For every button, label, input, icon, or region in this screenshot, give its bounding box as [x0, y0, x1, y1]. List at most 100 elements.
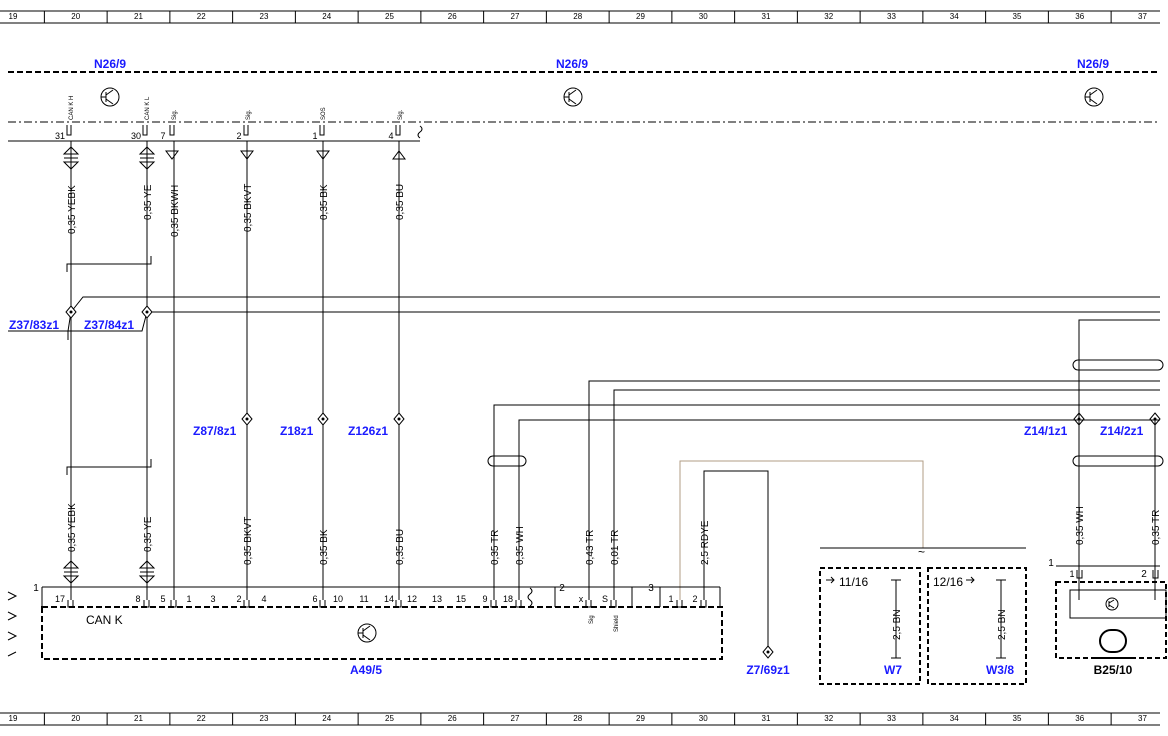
transistor-icon: [1105, 597, 1119, 611]
wire-label: 0,35 TR: [1151, 510, 1162, 545]
bottom-ruler: [0, 712, 1160, 726]
a49-pin-stubs: [67, 600, 707, 608]
ruler-number: 30: [699, 714, 708, 723]
splice-node: [65, 305, 77, 319]
ruler-number: 26: [448, 714, 457, 723]
z7-label: Z7/69z1: [746, 663, 790, 677]
a49-pin-number: S: [602, 594, 608, 604]
a49-pin-number: 1: [668, 594, 673, 604]
splice-node: [762, 645, 774, 659]
a49-pin-number: 2: [692, 594, 697, 604]
ruler-number: 35: [1013, 714, 1022, 723]
wire-label: 0,35 BU: [395, 184, 406, 220]
ruler-number: 19: [9, 12, 18, 21]
arrow-right-icon: [826, 576, 835, 584]
wire-label: 0,35 BK: [319, 184, 330, 220]
w3-label: W3/8: [986, 663, 1014, 677]
ground-box-w7: [819, 547, 1027, 685]
splice-label: Z37/83z1: [9, 318, 59, 332]
a49-pin-number: 6: [312, 594, 317, 604]
transistor-icon: [100, 87, 120, 107]
ruler-number: 26: [448, 12, 457, 21]
pin-label-sos: SOS: [321, 107, 327, 120]
ruler-number: 37: [1138, 714, 1147, 723]
top-pin-number: 2: [236, 131, 241, 141]
pin-label-sig: Sig.: [172, 109, 178, 120]
w7-label: W7: [884, 663, 902, 677]
ruler-number: 36: [1075, 12, 1084, 21]
wire-label: 0,35 YE: [143, 516, 154, 552]
left-break-mark: [7, 591, 18, 657]
a49-pins: 17 8 5 1 3 2 4 6 10 11 14 12 13 15 9 18 …: [55, 594, 698, 604]
n26-label-left: N26/9: [94, 57, 126, 71]
arrow-right-icon: [966, 576, 975, 584]
wire-label: 0,35 BK: [319, 529, 330, 565]
a49-module: [41, 586, 723, 660]
a49-sublabel: CAN K: [86, 613, 123, 627]
ruler-number: 34: [950, 714, 959, 723]
ruler-number: 24: [322, 714, 331, 723]
a49-block-number: 1: [33, 583, 39, 594]
b25-label: B25/10: [1094, 663, 1133, 677]
ruler-number: 25: [385, 12, 394, 21]
ruler-number: 23: [260, 12, 269, 21]
pin-label-sig: Sig.: [246, 109, 252, 120]
a49-pin-number: 17: [55, 594, 65, 604]
bidir-arrow-icon: [62, 560, 80, 584]
splice-node: [241, 412, 253, 426]
ruler-number: 31: [762, 714, 771, 723]
wire-label: 0,35 WH: [1075, 506, 1086, 545]
ruler-number: 29: [636, 12, 645, 21]
wire-label: 0,35 YE: [143, 184, 154, 220]
a49-pin-number: x: [579, 594, 584, 604]
tilde-mark: ~: [918, 545, 925, 559]
ruler-number: 21: [134, 12, 143, 21]
wire-label: 0,35 BU: [395, 529, 406, 565]
transistor-icon: [357, 623, 377, 643]
top-pin-number: 31: [55, 131, 65, 141]
pin-label-sig: Sig: [589, 615, 595, 624]
wire-label: 0,35 BKVT: [243, 517, 254, 565]
a49-block-number: 3: [648, 583, 654, 594]
ground-ref: 11/16: [839, 575, 868, 589]
n26-label-mid: N26/9: [556, 57, 588, 71]
a49-pin-number: 14: [384, 594, 394, 604]
a49-pin-number: 8: [135, 594, 140, 604]
top-pin-stubs: [66, 125, 401, 136]
transistor-icon: [1084, 87, 1104, 107]
ruler-number: 34: [950, 12, 959, 21]
wire-label: 2,5 BN: [997, 609, 1008, 640]
b25-pin: 2: [1141, 569, 1147, 580]
splice-label: Z14/2z1: [1100, 424, 1144, 438]
splice-node: [393, 412, 405, 426]
splice-label: Z14/1z1: [1024, 424, 1068, 438]
pin-label-shield: Shield: [614, 615, 620, 632]
ruler-number: 20: [71, 12, 80, 21]
ruler-number: 35: [1013, 12, 1022, 21]
ruler-number: 28: [573, 714, 582, 723]
a49-label: A49/5: [350, 663, 382, 677]
down-arrow-icon: [165, 150, 179, 160]
ruler-number: 36: [1075, 714, 1084, 723]
n26-break-mark: [417, 125, 423, 139]
wire-label: 2,5 BN: [892, 609, 903, 640]
wire-label: 0,35 TR: [490, 530, 501, 565]
wire-label: 0,01 TR: [610, 530, 621, 565]
bidir-arrow-icon: [138, 560, 156, 584]
splice-node: [317, 412, 329, 426]
ruler-number: 33: [887, 714, 896, 723]
ruler-number: 27: [511, 714, 520, 723]
vertical-wires: [66, 141, 400, 600]
ground-ref: 12/16: [933, 575, 963, 589]
top-pin-number: 1: [312, 131, 317, 141]
wire-label: 0,35 BKWH: [170, 185, 181, 237]
ruler-number: 20: [71, 714, 80, 723]
a49-pin-number: 18: [503, 594, 513, 604]
top-ruler: [0, 10, 1160, 24]
wire-label: 0,43 TR: [585, 530, 596, 565]
can-bus-lines: [8, 296, 1160, 340]
b25-pin: 1: [1069, 569, 1074, 579]
ruler-number: 29: [636, 714, 645, 723]
wire-label: 0,35 BKVT: [243, 184, 254, 232]
